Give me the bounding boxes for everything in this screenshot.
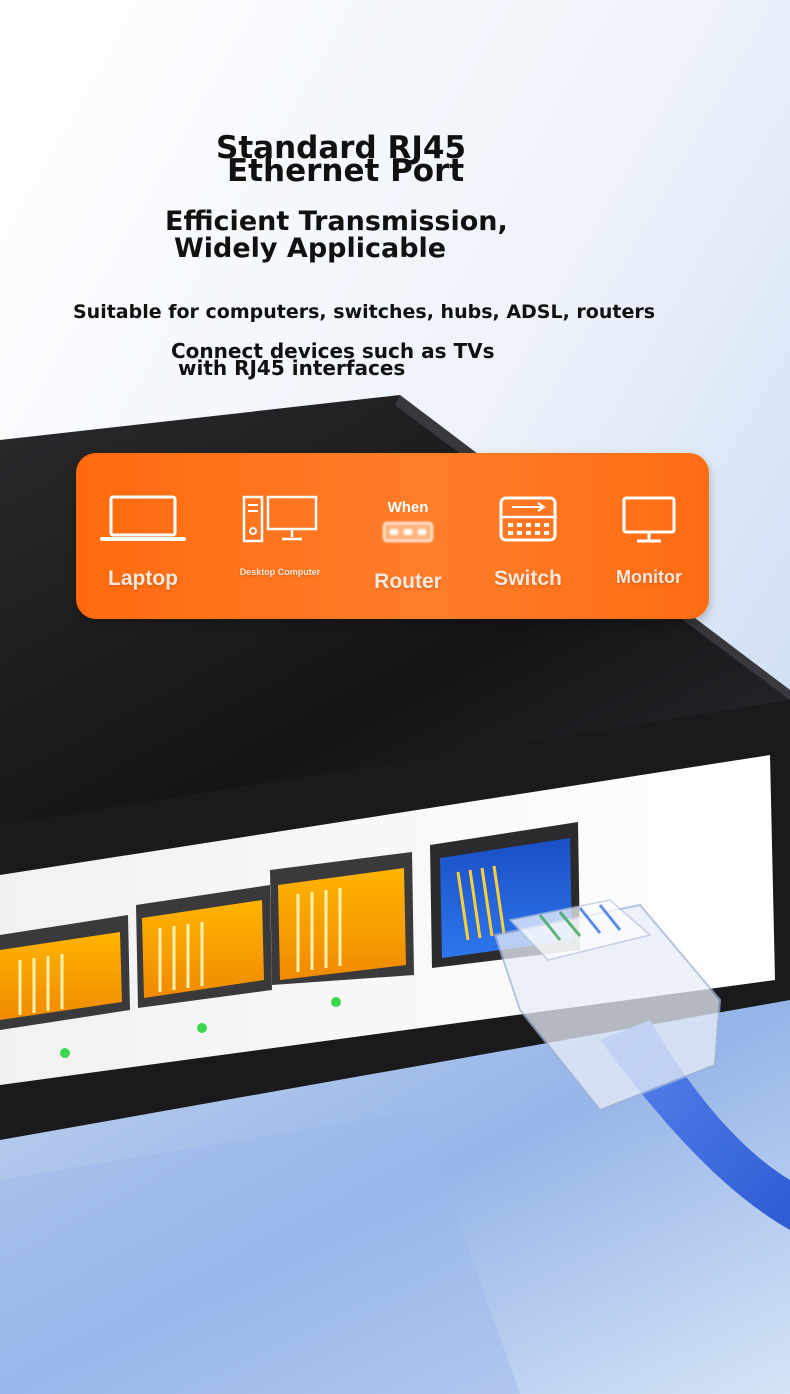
heading-line-1: Standard RJ45 <box>216 130 467 166</box>
device-router: When Router <box>348 453 468 619</box>
device-panel: Laptop Desktop Computer When Router <box>76 453 709 619</box>
laptop-icon <box>100 495 186 541</box>
switch-icon <box>499 496 557 542</box>
device-label-laptop: Laptop <box>108 567 178 590</box>
router-icon <box>383 522 433 542</box>
router-overlay-text: When <box>387 499 429 516</box>
device-label-desktop-computer: Desktop Computer <box>239 567 321 577</box>
device-desktop-computer: Desktop Computer <box>220 453 340 619</box>
device-switch: Switch <box>468 453 588 619</box>
description-line-2a: Connect devices such as TVs <box>171 339 495 363</box>
device-monitor: Monitor <box>589 453 709 619</box>
subheading-line-1: Efficient Transmission, <box>165 206 508 237</box>
description-line-2b: with RJ45 interfaces <box>178 356 406 380</box>
ethernet-cable <box>493 899 790 1230</box>
heading-line-2: Ethernet Port <box>227 153 465 189</box>
device-label-switch: Switch <box>494 567 562 590</box>
gold-ports <box>0 852 414 1030</box>
monitor-icon <box>622 496 676 543</box>
device-label-monitor: Monitor <box>616 567 682 587</box>
device-laptop: Laptop <box>83 453 203 619</box>
device-label-router: Router <box>374 570 442 593</box>
desktop-computer-icon <box>242 495 318 543</box>
description-line-1: Suitable for computers, switches, hubs, … <box>73 301 656 323</box>
subheading-line-2: Widely Applicable <box>174 233 447 264</box>
